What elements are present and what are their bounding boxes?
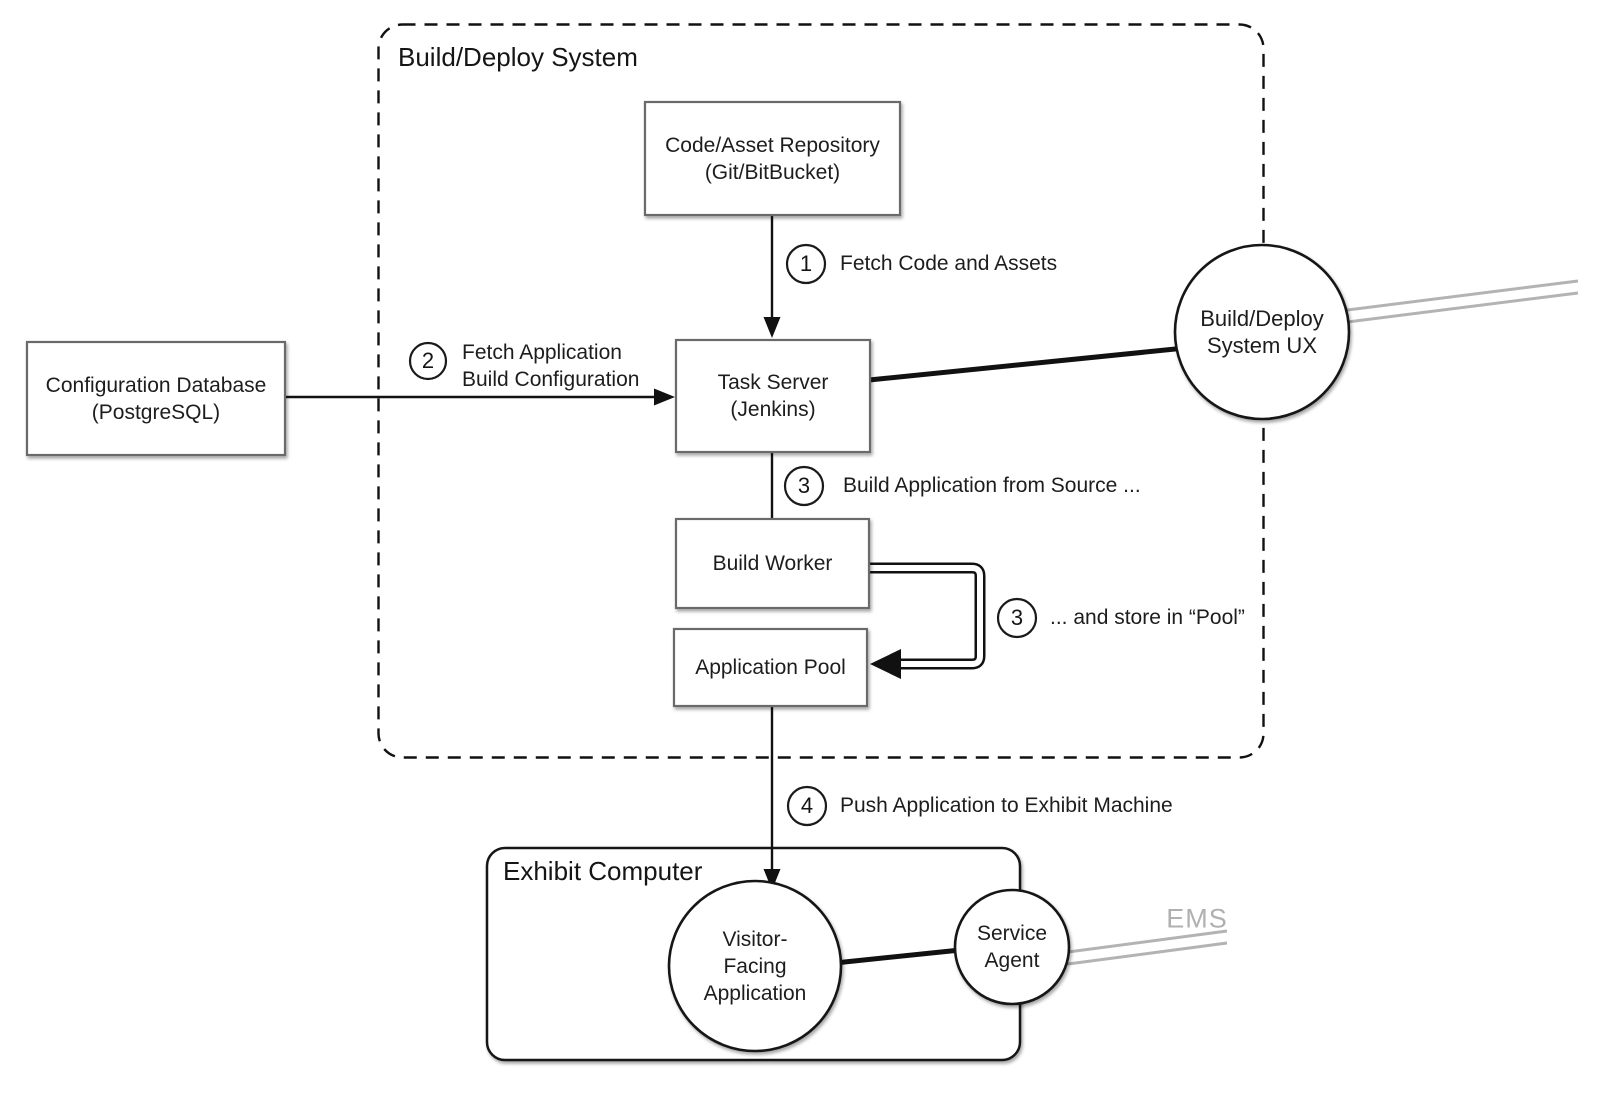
build-worker-box <box>674 517 871 610</box>
service-agent-circle <box>953 888 1071 1006</box>
step1-circle <box>785 243 827 285</box>
code-asset-repository-box <box>643 100 902 217</box>
application-pool-label: Application Pool <box>695 656 846 679</box>
code-asset-repository-label: Code/Asset Repository (Git/BitBucket) <box>665 133 880 184</box>
configuration-database-box <box>25 340 287 457</box>
arrow-repo-to-task-head <box>763 317 781 338</box>
visitor-facing-application-label: Visitor- Facing Application <box>703 927 807 1005</box>
task-server-label: Task Server (Jenkins) <box>717 371 829 421</box>
build-deploy-system-ux-circle <box>1173 243 1351 421</box>
arrow-pool-to-exhibit-head <box>763 869 781 890</box>
build-deploy-system-ux-label: Build/Deploy System UX <box>1200 306 1324 358</box>
step4-number: 4 <box>800 793 814 818</box>
step2-circle <box>408 341 448 381</box>
application-pool-box <box>672 627 869 708</box>
configuration-database-label: Configuration Database (PostgreSQL) <box>45 373 267 424</box>
step3a-number: 3 <box>797 473 811 498</box>
worker-to-pool-loop-inner <box>869 565 983 667</box>
worker-to-pool-loop-outer <box>869 562 986 670</box>
task-server-ux-link <box>868 342 1216 383</box>
step3b-label: ... and store in “Pool” <box>1050 606 1245 629</box>
step4-circle <box>786 785 828 827</box>
step3b-circle <box>996 597 1038 639</box>
arrow-config-to-task-head <box>654 388 675 406</box>
worker-to-pool-loop-head <box>870 649 901 679</box>
step3a-label: Build Application from Source ... <box>843 474 1141 497</box>
visitor-facing-application-circle <box>667 879 843 1053</box>
task-server-box <box>674 338 872 454</box>
step3a-circle <box>783 465 825 507</box>
step2-label: Fetch Application Build Configuration <box>462 341 640 391</box>
build-worker-label: Build Worker <box>712 552 833 575</box>
build-deploy-system-title: Build/Deploy System <box>398 42 638 72</box>
exhibit-computer-title: Exhibit Computer <box>503 856 703 886</box>
step2-number: 2 <box>421 348 435 373</box>
step1-number: 1 <box>799 251 813 276</box>
ems-label: EMS <box>1166 903 1228 934</box>
step1-label: Fetch Code and Assets <box>840 252 1058 275</box>
step3b-number: 3 <box>1010 605 1024 630</box>
step4-label: Push Application to Exhibit Machine <box>840 794 1173 817</box>
visitor-service-link <box>834 946 971 966</box>
service-agent-label: Service Agent <box>976 922 1048 972</box>
